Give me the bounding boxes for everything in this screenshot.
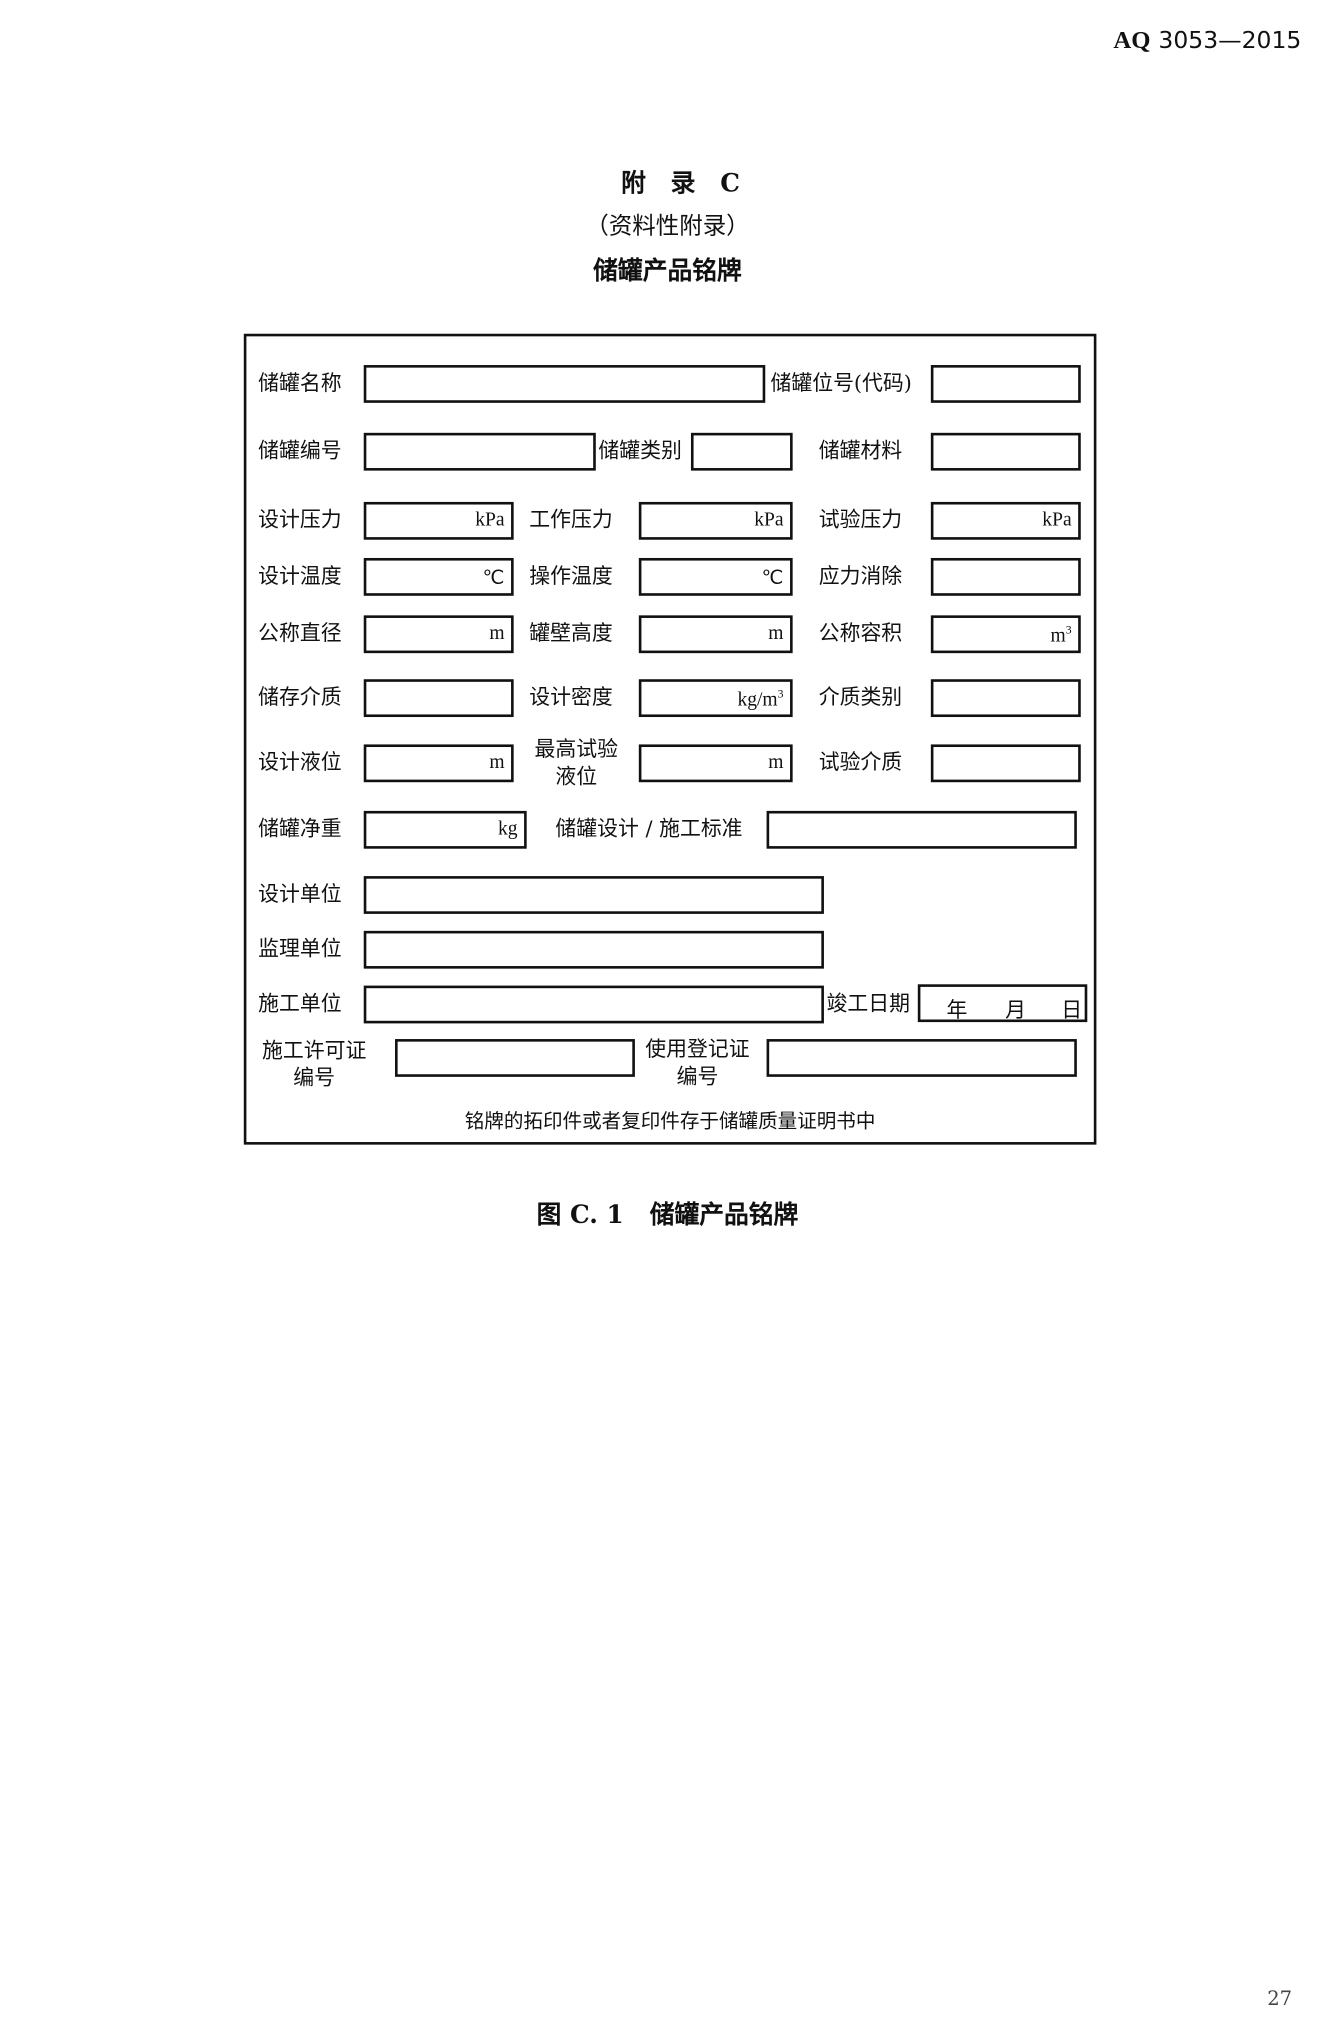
nameplate-footnote: 铭牌的拓印件或者复印件存于储罐质量证明书中 xyxy=(464,1109,876,1133)
label-tank-number: 储罐编号 xyxy=(258,438,342,463)
completion-date-field[interactable]: 年 月 日 xyxy=(917,984,1088,1023)
label-tank-category: 储罐类别 xyxy=(598,438,682,463)
unit-m3-base: m xyxy=(1050,625,1066,647)
label-supervision-unit: 监理单位 xyxy=(258,936,342,961)
label-permit-line2: 编号 xyxy=(293,1065,336,1090)
label-operating-temp: 操作温度 xyxy=(529,563,613,588)
unit-m: m xyxy=(489,752,505,774)
tank-material-field[interactable] xyxy=(930,432,1081,471)
appendix-heading: 附 录 C xyxy=(621,169,740,199)
label-permit-line1: 施工许可证 xyxy=(262,1037,367,1063)
design-standard-field[interactable] xyxy=(766,810,1077,849)
net-weight-field[interactable]: kg xyxy=(363,810,527,849)
construction-unit-field[interactable] xyxy=(363,985,824,1024)
unit-celsius: ℃ xyxy=(482,568,505,590)
stored-medium-field[interactable] xyxy=(363,679,514,718)
design-unit-field[interactable] xyxy=(363,876,824,914)
unit-kpa: kPa xyxy=(754,509,784,531)
label-registration-line1: 使用登记证 xyxy=(645,1036,750,1062)
label-tank-material: 储罐材料 xyxy=(818,438,903,463)
tank-tag-field[interactable] xyxy=(930,365,1081,403)
nominal-diameter-field[interactable]: m xyxy=(363,615,514,654)
working-pressure-field[interactable]: kPa xyxy=(638,501,793,540)
unit-m: m xyxy=(768,752,784,774)
unit-kgm3-base: kg/m xyxy=(737,689,778,711)
label-test-medium: 试验介质 xyxy=(818,749,903,775)
figure-label: 图 C. 1 xyxy=(536,1200,624,1230)
unit-m3: m3 xyxy=(1051,623,1072,648)
date-month: 月 xyxy=(1005,997,1027,1023)
label-stored-medium: 储存介质 xyxy=(258,684,342,710)
unit-kpa: kPa xyxy=(475,509,505,531)
stress-relief-field[interactable] xyxy=(930,557,1081,596)
tank-number-field[interactable] xyxy=(363,432,596,471)
label-working-pressure: 工作压力 xyxy=(529,507,613,532)
supervision-unit-field[interactable] xyxy=(363,930,824,969)
label-design-standard: 储罐设计 / 施工标准 xyxy=(555,816,743,841)
label-nominal-diameter: 公称直径 xyxy=(258,620,342,646)
unit-m3-sup: 3 xyxy=(1065,623,1072,637)
label-construction-permit: 施工许可证编号 xyxy=(256,1036,373,1091)
figure-title: 储罐产品铭牌 xyxy=(649,1200,799,1230)
label-design-pressure: 设计压力 xyxy=(258,507,342,532)
tank-name-field[interactable] xyxy=(363,365,766,403)
date-year: 年 xyxy=(946,997,968,1023)
unit-kgm3-sup: 3 xyxy=(777,687,784,701)
label-max-test-level-line1: 最高试验 xyxy=(534,736,618,762)
label-completion-date: 竣工日期 xyxy=(826,990,911,1016)
design-temp-field[interactable]: ℃ xyxy=(363,557,514,596)
unit-kpa: kPa xyxy=(1042,509,1072,531)
appendix-title: 储罐产品铭牌 xyxy=(593,256,742,286)
tank-category-field[interactable] xyxy=(690,432,793,471)
standard-code: AQ 3053—2015 xyxy=(1113,26,1301,56)
date-day: 日 xyxy=(1061,997,1083,1023)
unit-kg: kg xyxy=(498,818,518,840)
nameplate-frame xyxy=(243,333,1097,1145)
unit-m: m xyxy=(768,623,784,645)
test-medium-field[interactable] xyxy=(930,744,1081,783)
nominal-volume-field[interactable]: m3 xyxy=(930,615,1081,654)
test-pressure-field[interactable]: kPa xyxy=(930,501,1081,540)
label-design-temp: 设计温度 xyxy=(258,563,342,588)
registration-cert-field[interactable] xyxy=(766,1039,1077,1077)
design-level-field[interactable]: m xyxy=(363,744,514,783)
unit-celsius: ℃ xyxy=(761,568,784,590)
unit-m: m xyxy=(489,623,505,645)
label-nominal-volume: 公称容积 xyxy=(818,620,903,646)
label-registration-cert: 使用登记证编号 xyxy=(639,1035,756,1090)
label-max-test-level-line2: 液位 xyxy=(555,763,598,789)
label-design-density: 设计密度 xyxy=(529,684,613,710)
label-stress-relief: 应力消除 xyxy=(818,563,903,588)
label-design-level: 设计液位 xyxy=(258,749,342,775)
construction-permit-field[interactable] xyxy=(395,1039,635,1077)
figure-caption: 图 C. 1 储罐产品铭牌 xyxy=(0,1195,1335,1230)
medium-category-field[interactable] xyxy=(930,679,1081,718)
label-tank-name: 储罐名称 xyxy=(258,370,342,396)
label-net-weight: 储罐净重 xyxy=(258,816,342,841)
label-wall-height: 罐壁高度 xyxy=(529,620,613,646)
label-construction-unit: 施工单位 xyxy=(258,990,342,1016)
operating-temp-field[interactable]: ℃ xyxy=(638,557,793,596)
label-max-test-level: 最高试验液位 xyxy=(529,735,623,790)
design-density-field[interactable]: kg/m3 xyxy=(638,679,793,718)
label-registration-line2: 编号 xyxy=(676,1063,719,1089)
std-code: AQ xyxy=(1113,27,1151,55)
label-design-unit: 设计单位 xyxy=(258,881,342,907)
wall-height-field[interactable]: m xyxy=(638,615,793,654)
appendix-type: （资料性附录） xyxy=(585,212,750,240)
max-test-level-field[interactable]: m xyxy=(638,744,793,783)
label-medium-category: 介质类别 xyxy=(818,684,903,710)
label-tank-tag: 储罐位号(代码) xyxy=(770,370,912,396)
page-number: 27 xyxy=(1267,1986,1293,2011)
label-test-pressure: 试验压力 xyxy=(818,507,903,532)
design-pressure-field[interactable]: kPa xyxy=(363,501,514,540)
unit-kgm3: kg/m3 xyxy=(737,687,783,712)
std-number: 3053—2015 xyxy=(1158,27,1302,55)
